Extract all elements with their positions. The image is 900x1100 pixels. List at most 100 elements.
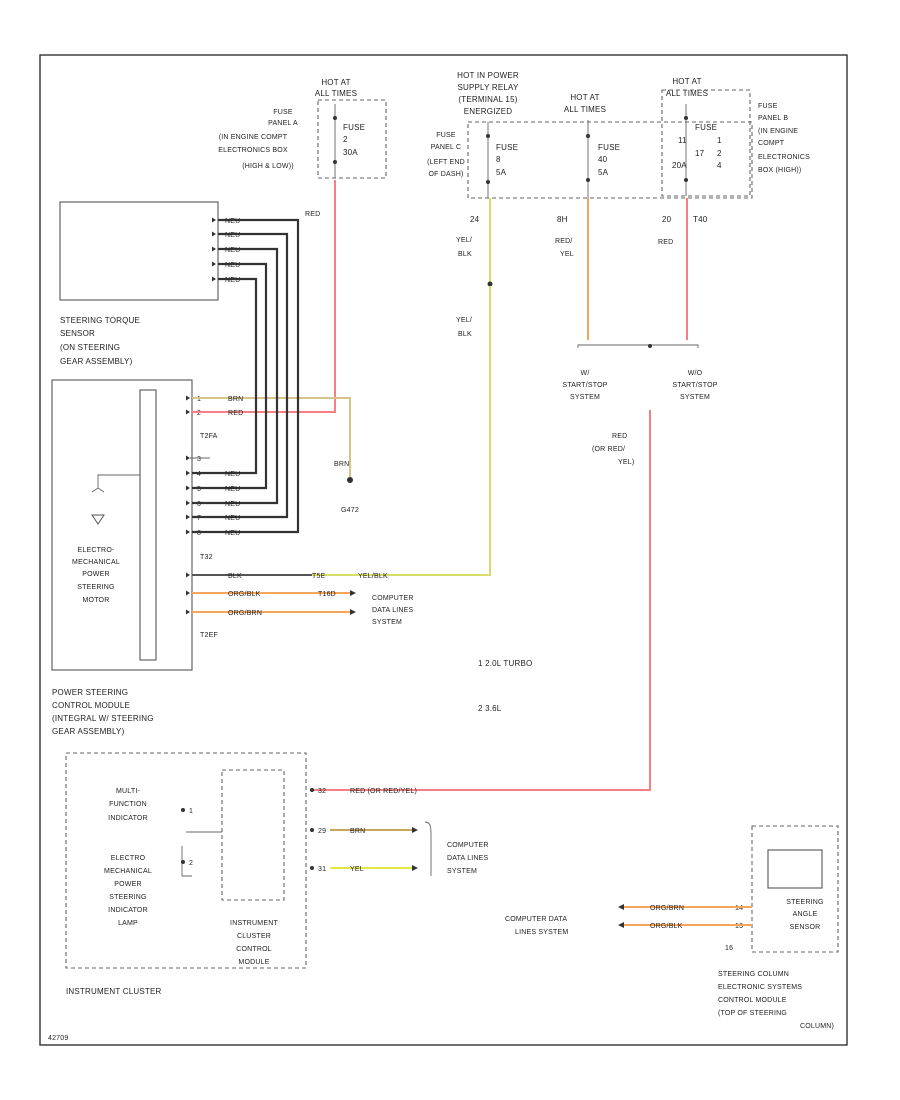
torque-sensor-pins bbox=[212, 217, 216, 282]
torque-sensor-group: STEERING TORQUE SENSOR (ON STEERING GEAR… bbox=[59, 201, 240, 366]
blk-wire-label-3: NEU bbox=[225, 501, 240, 508]
data-lines-b-2: DATA LINES bbox=[447, 855, 489, 862]
pscm-label-2: CONTROL MODULE bbox=[52, 701, 130, 710]
wire-yel-blk-h-label: YEL/BLK bbox=[358, 573, 388, 580]
pscm-pin-8: 8 bbox=[197, 530, 201, 537]
fuse-1-panel-2: PANEL A bbox=[268, 120, 298, 127]
sensor-wire-bundle bbox=[192, 218, 300, 534]
sensor-wire-2 bbox=[192, 232, 289, 519]
motor-label-4: STEERING bbox=[77, 584, 114, 591]
fuse-2-amp: 5A bbox=[496, 168, 507, 177]
wire-red-cont-label-2: (OR RED/ bbox=[592, 446, 625, 453]
fuse-4-panel-4: COMPT bbox=[758, 140, 785, 147]
wire-red-h-label: RED bbox=[228, 410, 243, 417]
connector-t16d: T16D bbox=[318, 591, 336, 598]
wire-yel-blk-lower bbox=[312, 286, 491, 576]
connector-t32: T32 bbox=[200, 554, 213, 561]
wire-yel-blk-label-1a: YEL/ bbox=[456, 237, 472, 244]
data-lines-b-1: COMPUTER bbox=[447, 842, 489, 849]
cluster-control-module-box bbox=[221, 769, 285, 901]
sas-pin-a: 14 bbox=[735, 905, 743, 912]
epsi-label-3: POWER bbox=[114, 881, 141, 888]
fuse-4-node-bottom bbox=[684, 178, 688, 182]
fuse-4-number-2: 17 bbox=[695, 149, 705, 158]
fuse-1-panel-1: FUSE bbox=[273, 109, 293, 116]
motor-label-5: MOTOR bbox=[83, 597, 110, 604]
fuse-4-term-1: 1 bbox=[717, 136, 722, 145]
fuse-1-panel-4: ELECTRONICS BOX bbox=[218, 147, 288, 154]
fuse-4-panel-3: (IN ENGINE bbox=[758, 128, 798, 135]
fuse-2-panel-1: FUSE bbox=[436, 132, 456, 139]
fuse-1-group: HOT AT ALL TIMES FUSE PANEL A (IN ENGINE… bbox=[218, 78, 387, 179]
sensor-wire-5 bbox=[192, 277, 258, 475]
fuse-4-number-1: 11 bbox=[678, 136, 687, 145]
connector-t2fa: T2FA bbox=[200, 433, 218, 440]
sensor-wire-3 bbox=[192, 247, 279, 505]
iccm-label-1: INSTRUMENT bbox=[230, 920, 278, 927]
data-lines-b-brace bbox=[424, 821, 432, 876]
pscm-pin-7: 7 bbox=[197, 515, 201, 522]
wire-yel-blk-splice bbox=[487, 281, 493, 287]
pscm-pin-4: 4 bbox=[197, 471, 201, 478]
fuse-2-hot-1: HOT IN POWER bbox=[457, 71, 519, 80]
fuse-2-panel-2: PANEL C bbox=[431, 144, 462, 151]
fuse-3-node-top bbox=[586, 134, 590, 138]
blk-wire-label-1: NEU bbox=[225, 471, 240, 478]
pscm-pin-1: 1 bbox=[197, 396, 201, 403]
motor-diode-symbol bbox=[91, 514, 105, 525]
start-stop-bracket bbox=[577, 344, 699, 348]
motor-label-1: ELECTRO- bbox=[78, 547, 115, 554]
cluster-red-label: RED (OR RED/YEL) bbox=[350, 788, 417, 795]
scm-label-4: (TOP OF STEERING bbox=[718, 1010, 787, 1017]
note-1: 1 2.0L TURBO bbox=[478, 659, 532, 668]
scm-label-3: CONTROL MODULE bbox=[718, 997, 787, 1004]
fuse-2-label: FUSE bbox=[496, 143, 518, 152]
start-stop-b-3: SYSTEM bbox=[680, 394, 710, 401]
blk-wire-label-2: NEU bbox=[225, 486, 240, 493]
wire-blk-label: BLK bbox=[228, 573, 242, 580]
torque-sensor-label-3: (ON STEERING bbox=[60, 343, 120, 352]
pscm-pins bbox=[186, 395, 190, 615]
fuse-4-node-top bbox=[684, 116, 688, 120]
sensor-wire-3-label: NEU bbox=[225, 247, 240, 254]
fuse-4-panel-5: ELECTRONICS bbox=[758, 154, 810, 161]
scm-box bbox=[751, 825, 839, 953]
sas-label-3: SENSOR bbox=[790, 924, 821, 931]
fuse-2-hot-2: SUPPLY RELAY bbox=[457, 83, 519, 92]
fuse-1-node-bottom bbox=[333, 160, 337, 164]
blk-wire-label-4: NEU bbox=[225, 515, 240, 522]
wire-yel-blk-label-1b: BLK bbox=[458, 251, 472, 258]
epsi-label-6: LAMP bbox=[118, 920, 138, 927]
fuse-1-number: 2 bbox=[343, 135, 348, 144]
fuse-4-label: FUSE bbox=[695, 123, 717, 132]
connector-t5: T5E bbox=[312, 573, 326, 580]
fuse-3-hot-1: HOT AT bbox=[570, 93, 599, 102]
data-line-arrows-b bbox=[412, 827, 418, 871]
wire-red-cont-label-3: YEL) bbox=[618, 459, 634, 466]
data-line-arrows-a bbox=[350, 590, 356, 615]
scm-label-1: STEERING COLUMN bbox=[718, 971, 789, 978]
mfi-node bbox=[181, 808, 185, 812]
epsi-node bbox=[181, 860, 185, 864]
pin-20: 20 bbox=[662, 215, 672, 224]
sas-connector: 16 bbox=[725, 945, 733, 952]
start-stop-a-2: START/STOP bbox=[562, 382, 607, 389]
ground-g472-label: G472 bbox=[341, 507, 359, 514]
fuse-panel-box bbox=[467, 121, 753, 199]
fuse-1-node-top bbox=[333, 116, 337, 120]
fuse-4-hot-2: ALL TIMES bbox=[666, 89, 708, 98]
fuse-2-node-top bbox=[486, 134, 490, 138]
wire-ic-yel-label: YEL bbox=[350, 866, 364, 873]
fuse-2-panel-3: (LEFT END bbox=[427, 159, 465, 166]
wire-yel-blk-label-2b: BLK bbox=[458, 331, 472, 338]
fuse-2-number: 8 bbox=[496, 155, 501, 164]
sensor-wire-1-label: NEU bbox=[225, 218, 240, 225]
fuse-3-amp: 5A bbox=[598, 168, 609, 177]
pscm-box bbox=[51, 379, 193, 671]
mfi-label-1: MULTI- bbox=[116, 788, 140, 795]
sas-box bbox=[767, 849, 823, 889]
start-stop-node bbox=[648, 344, 652, 348]
torque-sensor-label-2: SENSOR bbox=[60, 329, 95, 338]
fuse-1-amp: 30A bbox=[343, 148, 358, 157]
sensor-wire-1 bbox=[192, 218, 300, 534]
